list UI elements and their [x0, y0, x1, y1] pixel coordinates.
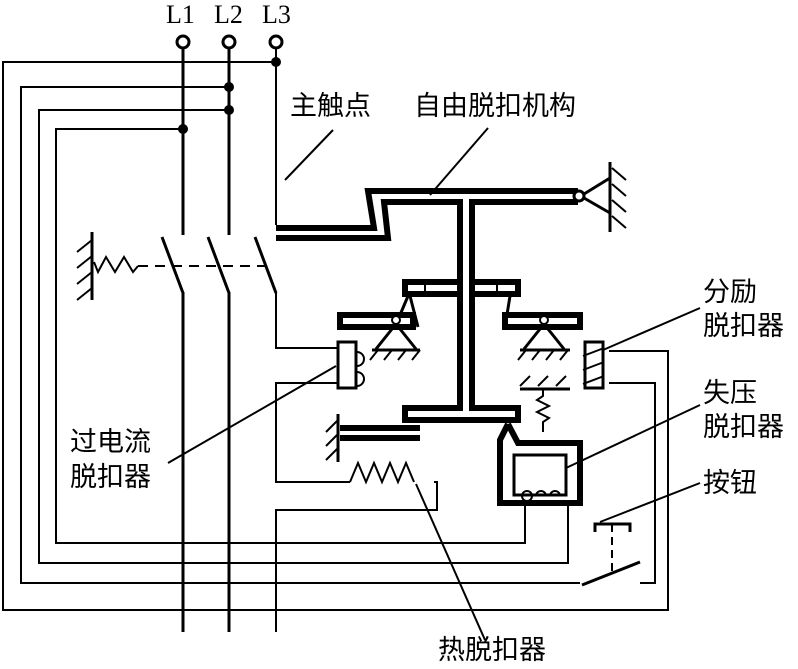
label-push-button: 按钮	[703, 468, 757, 499]
thermal-leader-line	[415, 483, 486, 641]
label-shunt-release-2: 脱扣器	[703, 311, 784, 342]
terminal-label-l2: L2	[214, 0, 243, 29]
main-contact-leader-line	[284, 129, 334, 181]
wire-thermal-out	[275, 481, 438, 632]
label-main-contact: 主触点	[290, 91, 371, 122]
label-undervoltage-release-2: 脱扣器	[703, 412, 784, 443]
wire-4	[55, 128, 526, 544]
main-contacts	[76, 232, 278, 301]
terminal-l3	[268, 34, 284, 50]
wire-3	[38, 109, 569, 564]
phase-lines	[181, 48, 338, 632]
undervoltage-release	[497, 404, 701, 506]
contact-l2	[206, 236, 231, 294]
terminal-label-l3: L3	[262, 0, 291, 29]
label-thermal-release: 热脱扣器	[438, 635, 546, 666]
shunt-release	[582, 307, 701, 390]
label-overcurrent-release-2: 脱扣器	[70, 462, 151, 493]
label-shunt-release-1: 分励	[703, 277, 757, 308]
return-spring	[93, 254, 139, 275]
ground-hatch-left	[76, 239, 93, 301]
button-leader-line	[599, 482, 701, 523]
overcurrent-release	[167, 340, 365, 464]
label-undervoltage-release-1: 失压	[703, 378, 757, 409]
wire-outer	[2, 61, 669, 611]
push-button[interactable]	[581, 482, 701, 587]
phase-line-l3-lower	[275, 292, 338, 349]
terminal-l2	[221, 34, 237, 50]
shunt-leader-line	[602, 307, 701, 351]
terminal-label-l1: L1	[166, 0, 195, 29]
free-trip-mechanism	[276, 162, 627, 432]
overcurrent-leader-line	[167, 365, 337, 464]
control-wires	[2, 61, 669, 632]
label-free-trip-mechanism: 自由脱扣机构	[414, 91, 576, 122]
thermal-release	[325, 414, 486, 641]
undervoltage-leader-line	[565, 404, 701, 469]
label-overcurrent-release-1: 过电流	[70, 427, 151, 458]
wire-2	[20, 86, 656, 584]
mechanism-leader-line	[429, 127, 489, 196]
terminal-l1	[175, 34, 191, 50]
terminals	[175, 34, 284, 50]
